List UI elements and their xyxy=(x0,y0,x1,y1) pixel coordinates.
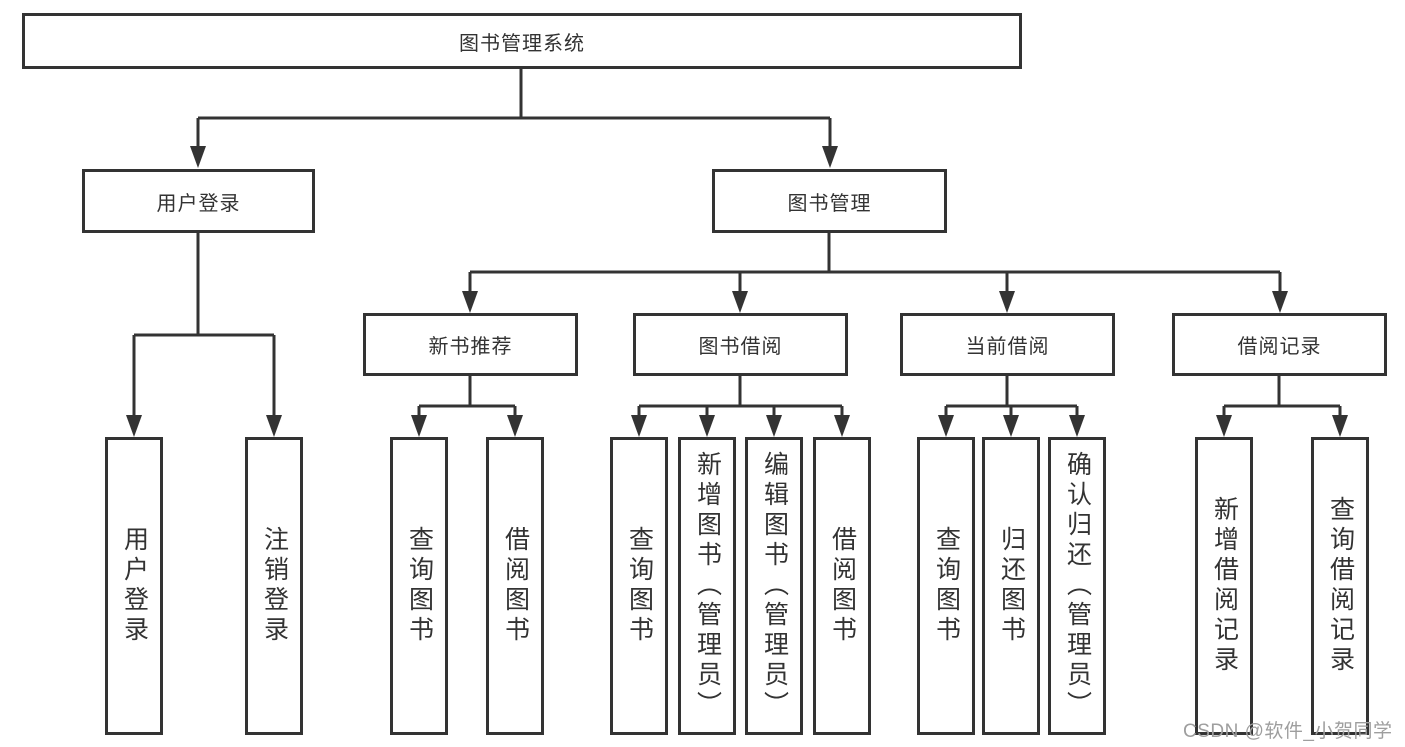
leaf-add-book-admin: 新增图书（管理员） xyxy=(678,437,736,735)
leaf-edit-book-admin-label: 编辑图书（管理员） xyxy=(760,451,789,721)
node-current-borrowing-label: 当前借阅 xyxy=(965,336,1050,358)
leaf-query-borrow-record: 查询借阅记录 xyxy=(1311,437,1369,735)
node-new-book-recommend-label: 新书推荐 xyxy=(428,336,513,358)
leaf-logout: 注销登录 xyxy=(245,437,303,735)
node-borrow-records: 借阅记录 xyxy=(1172,313,1387,376)
leaf-logout-label: 注销登录 xyxy=(260,526,289,646)
leaf-user-login-label: 用户登录 xyxy=(120,526,149,646)
csdn-watermark: CSDN @软件_小贺同学 xyxy=(1183,721,1393,742)
node-new-book-recommend: 新书推荐 xyxy=(363,313,578,376)
node-user-login: 用户登录 xyxy=(82,169,315,233)
node-book-borrowing: 图书借阅 xyxy=(633,313,848,376)
leaf-edit-book-admin: 编辑图书（管理员） xyxy=(745,437,803,735)
leaf-query-books-label: 查询图书 xyxy=(625,526,654,646)
leaf-query-books: 查询图书 xyxy=(610,437,668,735)
leaf-user-login: 用户登录 xyxy=(105,437,163,735)
leaf-query-books: 查询图书 xyxy=(390,437,448,735)
leaf-borrow-books-label: 借阅图书 xyxy=(828,526,857,646)
leaf-borrow-books: 借阅图书 xyxy=(813,437,871,735)
leaf-query-borrow-record-label: 查询借阅记录 xyxy=(1326,496,1355,676)
leaf-add-borrow-record-label: 新增借阅记录 xyxy=(1210,496,1239,676)
leaf-query-books-label: 查询图书 xyxy=(932,526,961,646)
leaf-confirm-return-admin: 确认归还（管理员） xyxy=(1048,437,1106,735)
leaf-query-books-label: 查询图书 xyxy=(405,526,434,646)
leaf-return-books-label: 归还图书 xyxy=(997,526,1026,646)
arrowheads xyxy=(126,146,1348,437)
leaf-add-book-admin-label: 新增图书（管理员） xyxy=(693,451,722,721)
node-book-management: 图书管理 xyxy=(712,169,947,233)
leaf-confirm-return-admin-label: 确认归还（管理员） xyxy=(1063,451,1092,721)
node-current-borrowing: 当前借阅 xyxy=(900,313,1115,376)
node-book-management-label: 图书管理 xyxy=(787,192,872,215)
leaf-return-books: 归还图书 xyxy=(982,437,1040,735)
node-root: 图书管理系统 xyxy=(22,13,1022,69)
node-borrow-records-label: 借阅记录 xyxy=(1237,336,1322,358)
leaf-borrow-books-label: 借阅图书 xyxy=(501,526,530,646)
leaf-borrow-books: 借阅图书 xyxy=(486,437,544,735)
leaf-query-books: 查询图书 xyxy=(917,437,975,735)
node-user-login-label: 用户登录 xyxy=(156,192,241,215)
node-book-borrowing-label: 图书借阅 xyxy=(698,336,783,358)
leaf-add-borrow-record: 新增借阅记录 xyxy=(1195,437,1253,735)
node-root-label: 图书管理系统 xyxy=(459,32,585,55)
